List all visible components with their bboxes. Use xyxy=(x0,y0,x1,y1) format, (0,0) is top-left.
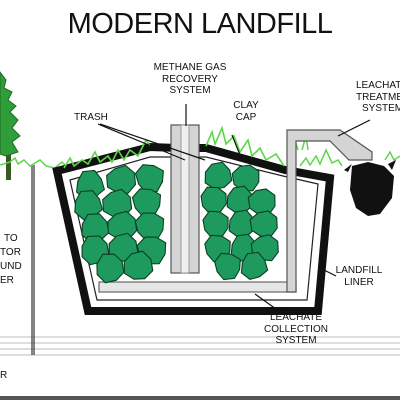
grass xyxy=(0,135,400,169)
methane-label-line: METHANE GAS xyxy=(153,62,227,73)
bottom-strip xyxy=(0,396,400,400)
clay-cap-label-line: CLAY xyxy=(233,100,259,111)
methane-pipe xyxy=(170,124,200,274)
cap-grass xyxy=(63,125,285,169)
clay-cap-label-line: CAP xyxy=(235,111,257,123)
trash-block xyxy=(231,164,260,192)
collection-pipe xyxy=(98,281,297,293)
landfill-liner-label-line: LINER xyxy=(344,276,374,288)
methane-label: METHANE GAS RECOVERY SYSTEM xyxy=(140,62,240,97)
leachate-treatment-label: LEACHATE TREATMENT SYSTEM xyxy=(356,80,400,115)
leachate-treatment-label-line: LEACHATE xyxy=(356,80,400,91)
page-title: MODERN LANDFILL xyxy=(67,8,333,40)
left-bottom-label: R xyxy=(0,370,8,381)
clay-cap-label: CLAY CAP xyxy=(226,100,266,123)
left-cut-label: TO TOR UND ER xyxy=(0,232,22,288)
left-cut-label-line: UND xyxy=(0,261,22,272)
trash-block xyxy=(96,253,125,284)
left-vertical-lines xyxy=(31,165,35,355)
trash-block xyxy=(204,161,233,190)
methane-label-line: RECOVERY xyxy=(162,73,218,85)
left-cut-label-line: TO xyxy=(4,233,18,244)
trash-label: TRASH xyxy=(74,112,108,123)
trash-block xyxy=(123,250,154,280)
leachate-collection-label-line: SYSTEM xyxy=(275,335,317,346)
leachate-collection-label-line: COLLECTION xyxy=(264,323,328,335)
landfill-liner-label-line: LANDFILL xyxy=(335,265,383,276)
leachate-collection-label-line: LEACHATE xyxy=(269,312,323,323)
leachate-treatment-label-line: SYSTEM xyxy=(362,103,400,114)
leachate-pipe xyxy=(286,129,373,293)
methane-label-line: SYSTEM xyxy=(169,85,211,96)
treatment-tank-icon xyxy=(344,160,396,216)
leachate-treatment-label-line: TREATMENT xyxy=(356,91,400,103)
trash-block xyxy=(214,252,241,281)
trash-block xyxy=(240,251,269,281)
pointer-lines xyxy=(97,104,371,315)
left-cut-label-line: TOR xyxy=(0,247,21,258)
background-lines xyxy=(0,336,400,356)
trash-pile xyxy=(74,161,279,284)
landfill-liner-label: LANDFILL LINER xyxy=(333,265,385,288)
tree-icon xyxy=(0,71,21,180)
left-cut-label-line: ER xyxy=(0,275,14,286)
leachate-collection-label: LEACHATE COLLECTION SYSTEM xyxy=(258,312,334,347)
